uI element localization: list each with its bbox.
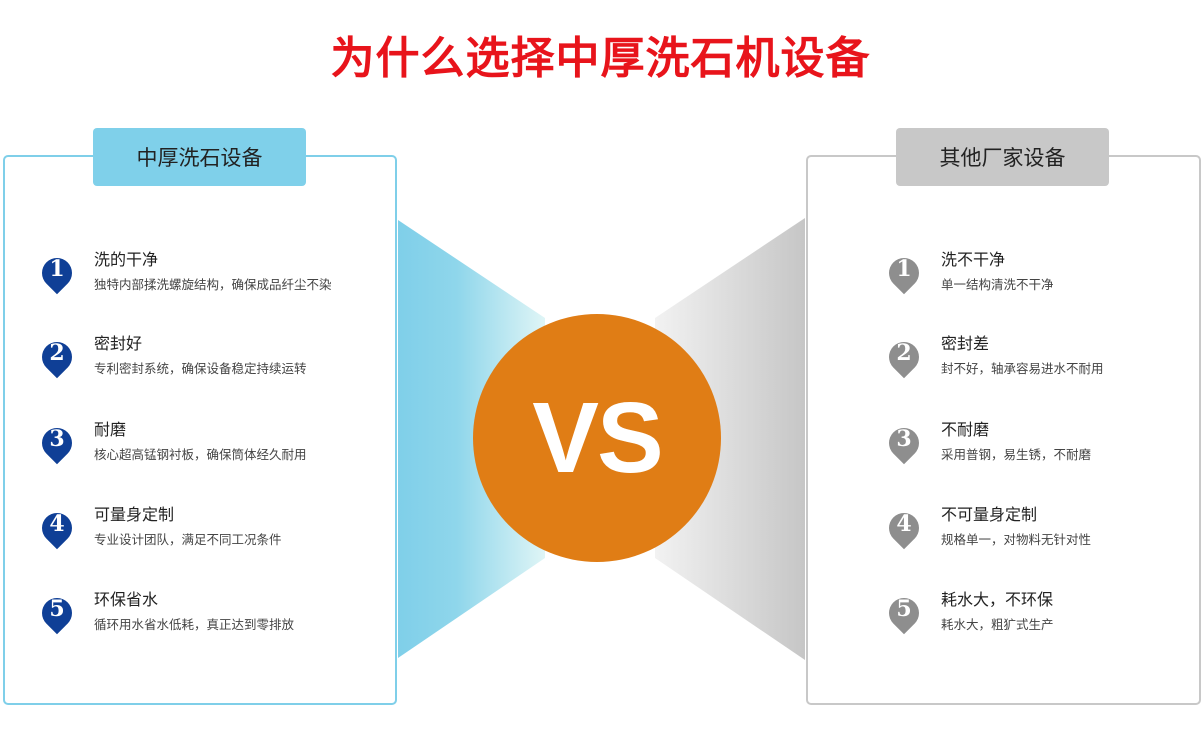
tab-other-manufacturers: 其他厂家设备 [896, 128, 1109, 186]
item-desc: 单一结构清洗不干净 [941, 277, 1054, 292]
left-funnel [398, 220, 545, 658]
vs-badge: VS [473, 314, 721, 562]
number-drop-icon: 5 [882, 588, 926, 636]
right-funnel [655, 218, 805, 660]
item-desc: 封不好，轴承容易进水不耐用 [941, 361, 1104, 376]
item-desc: 专利密封系统，确保设备稳定持续运转 [94, 361, 307, 376]
item-number: 4 [49, 511, 65, 537]
number-drop-icon: 5 [35, 588, 79, 636]
item-number: 2 [49, 340, 65, 366]
item-number: 5 [49, 596, 65, 622]
item-number: 3 [49, 426, 65, 452]
item-desc: 规格单一，对物料无针对性 [941, 532, 1092, 547]
item-number: 5 [896, 596, 912, 622]
number-drop-icon: 3 [35, 418, 79, 466]
item-number: 2 [896, 340, 912, 366]
item-title: 不耐磨 [941, 420, 990, 439]
item-title: 洗不干净 [941, 250, 1006, 269]
number-drop-icon: 2 [35, 332, 79, 380]
number-drop-icon: 2 [882, 332, 926, 380]
page-title: 为什么选择中厚洗石机设备 [330, 33, 871, 84]
item-number: 4 [896, 511, 912, 537]
number-drop-icon: 4 [35, 503, 79, 551]
item-desc: 专业设计团队，满足不同工况条件 [94, 532, 282, 547]
item-number: 3 [896, 426, 912, 452]
item-desc: 独特内部揉洗螺旋结构，确保成品纤尘不染 [94, 277, 332, 292]
number-drop-icon: 4 [882, 503, 926, 551]
number-drop-icon: 1 [35, 248, 79, 296]
item-desc: 采用普钢，易生锈，不耐磨 [941, 447, 1092, 462]
item-title: 环保省水 [94, 590, 159, 609]
right-panel [806, 155, 1201, 705]
item-title: 耐磨 [94, 420, 127, 439]
item-title: 可量身定制 [94, 505, 175, 524]
item-desc: 核心超高锰钢衬板，确保筒体经久耐用 [94, 447, 307, 462]
item-desc: 循环用水省水低耗，真正达到零排放 [94, 617, 295, 632]
number-drop-icon: 3 [882, 418, 926, 466]
item-title: 密封好 [94, 334, 143, 353]
item-title: 密封差 [941, 334, 990, 353]
item-number: 1 [896, 256, 912, 282]
item-title: 耗水大，不环保 [941, 590, 1054, 609]
item-desc: 耗水大，粗犷式生产 [941, 617, 1054, 632]
item-title: 不可量身定制 [941, 505, 1038, 524]
item-title: 洗的干净 [94, 250, 159, 269]
tab-zhonghou-equipment: 中厚洗石设备 [93, 128, 306, 186]
number-drop-icon: 1 [882, 248, 926, 296]
item-number: 1 [49, 256, 65, 282]
